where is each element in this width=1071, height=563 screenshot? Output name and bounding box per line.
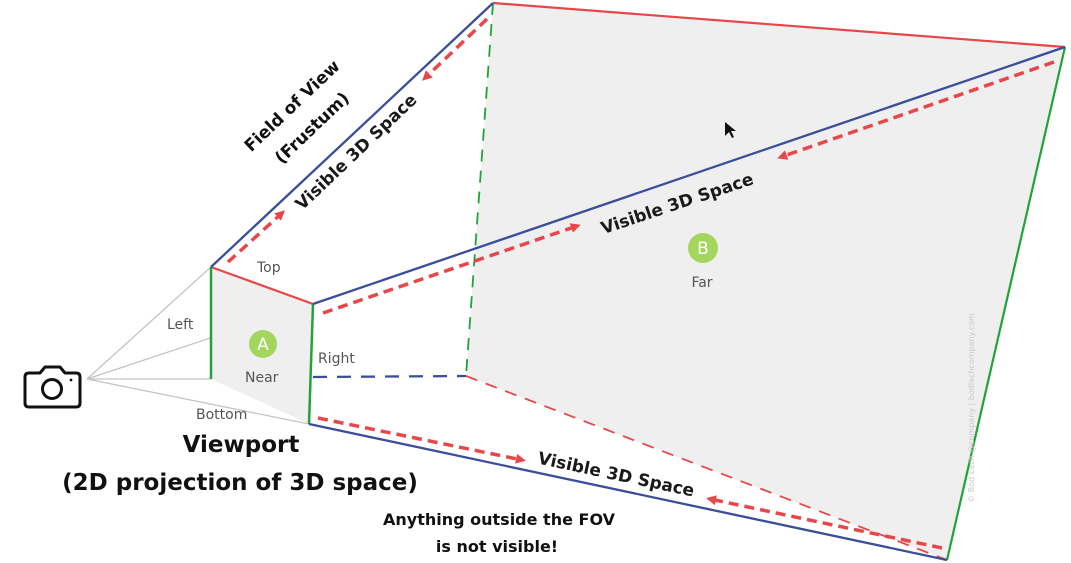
near-badge-letter: A xyxy=(257,335,269,355)
arrow-mid-in xyxy=(777,60,1055,160)
camera-icon xyxy=(23,365,82,409)
fov-note-line1: Anything outside the FOV xyxy=(383,510,616,529)
near-badge-circle xyxy=(249,330,277,358)
mouse-cursor-icon xyxy=(725,122,736,138)
arrow-up-left-out xyxy=(226,210,285,264)
frustum-edge-bottom-left xyxy=(312,374,467,379)
visible-space-label-top: Visible 3D Space xyxy=(292,90,421,214)
far-plane-name: Far xyxy=(691,275,712,291)
arrow-bottom-out xyxy=(317,416,526,464)
direction-arrows xyxy=(226,17,1055,550)
near-bottom-label: Bottom xyxy=(196,407,247,423)
far-plane-bottom-edge xyxy=(465,375,948,561)
fov-note-line2: is not visible! xyxy=(436,537,558,556)
frustum-edge-bottom-right xyxy=(308,422,948,562)
near-badge: A xyxy=(249,330,277,358)
far-plane-top-edge xyxy=(492,1,1066,49)
frustum-edges xyxy=(210,2,1066,562)
ray-bottom-right xyxy=(86,378,310,425)
viewport-title: Viewport xyxy=(183,432,300,458)
near-plane-name: Near xyxy=(245,370,279,386)
frustum-edge-top-left xyxy=(210,2,494,268)
far-badge-letter: B xyxy=(697,239,709,259)
near-top-label: Top xyxy=(256,260,281,276)
far-plane-right-edge xyxy=(945,46,1067,561)
viewport-subtitle: (2D projection of 3D space) xyxy=(62,470,418,496)
far-badge-circle xyxy=(688,233,718,263)
far-badge: B xyxy=(688,233,718,263)
near-plane-top-edge xyxy=(210,265,314,306)
arrow-up-left-in xyxy=(422,17,489,81)
ray-top-left xyxy=(86,266,212,380)
arrow-bottom-in xyxy=(706,495,943,550)
near-plane-right-edge xyxy=(307,303,315,425)
visible-space-label-bottom: Visible 3D Space xyxy=(536,449,696,502)
frustum-edge-top-right xyxy=(312,45,1066,306)
arrow-mid-out xyxy=(322,223,581,315)
near-right-label: Right xyxy=(318,351,355,367)
near-left-label: Left xyxy=(167,317,194,333)
credit-watermark: © Bod Lach @company | bodlachcompany.com xyxy=(967,313,976,503)
far-plane xyxy=(466,3,1065,560)
